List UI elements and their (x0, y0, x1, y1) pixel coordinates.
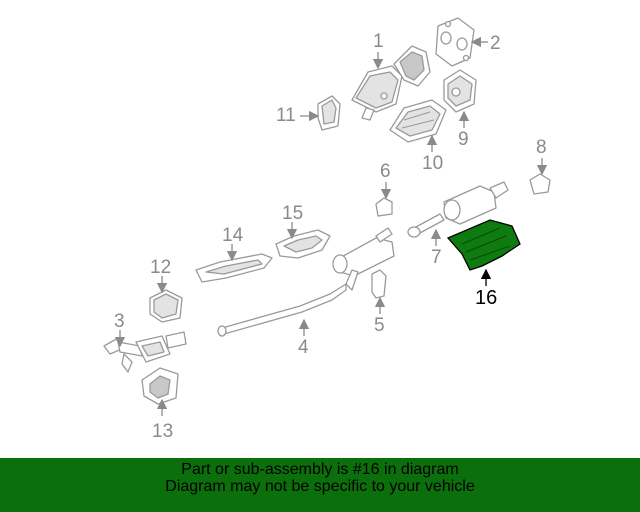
part-10-converter-cover[interactable] (389, 99, 447, 143)
callout-7: 7 (431, 247, 442, 268)
callout-9: 9 (458, 129, 469, 150)
part-8-hanger-mount[interactable] (529, 173, 551, 195)
banner-line-1: Part or sub-assembly is #16 in diagram (181, 461, 459, 478)
exhaust-parts-diagram (103, 17, 551, 416)
callout-15: 15 (282, 203, 304, 224)
callout-12: 12 (150, 257, 172, 278)
part-15-heat-shield[interactable] (275, 229, 331, 259)
callout-10: 10 (422, 153, 444, 174)
part-7-rear-muffler[interactable] (407, 181, 509, 238)
callout-16: 16 (475, 287, 498, 309)
callout-3: 3 (114, 311, 125, 332)
callout-8: 8 (536, 137, 547, 158)
callout-11: 11 (276, 105, 296, 126)
part-16-heat-shield[interactable] (446, 219, 521, 271)
callout-1: 1 (373, 31, 384, 52)
part-3-front-pipe[interactable] (103, 331, 187, 373)
part-1-catalytic-converter[interactable] (351, 45, 431, 121)
callout-4: 4 (298, 337, 309, 358)
part-9-heat-shield[interactable] (443, 69, 477, 113)
part-13-heat-shield[interactable] (141, 367, 179, 405)
part-14-heat-shield[interactable] (195, 253, 273, 283)
info-banner: Part or sub-assembly is #16 in diagram D… (0, 458, 640, 512)
banner-line-2: Diagram may not be specific to your vehi… (165, 478, 475, 495)
callout-6: 6 (380, 161, 391, 182)
part-4-exhaust-pipe[interactable] (217, 227, 395, 337)
callout-2: 2 (490, 33, 501, 54)
callout-5: 5 (374, 315, 385, 336)
part-5-gasket[interactable] (371, 269, 387, 299)
part-12-heat-shield[interactable] (149, 289, 183, 323)
callout-13: 13 (152, 421, 174, 442)
part-6-hanger-rubber[interactable] (375, 197, 393, 217)
part-2-gasket[interactable] (435, 17, 475, 67)
callout-14: 14 (222, 225, 244, 246)
part-11-bracket[interactable] (317, 95, 341, 131)
